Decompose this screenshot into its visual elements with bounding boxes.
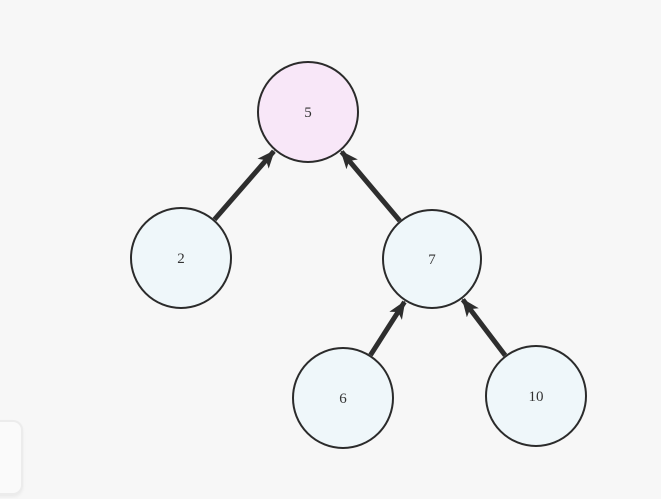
node-label-2: 2 xyxy=(177,251,185,267)
tree-node-7[interactable]: 7 xyxy=(382,209,482,309)
edge-2-to-5 xyxy=(212,149,276,222)
tree-node-6[interactable]: 6 xyxy=(292,347,394,449)
node-circle-10[interactable] xyxy=(485,345,587,447)
node-circle-6[interactable] xyxy=(292,347,394,449)
node-circle-7[interactable] xyxy=(382,209,482,309)
edge-10-to-7 xyxy=(460,298,508,357)
tree-node-5[interactable]: 5 xyxy=(257,61,359,163)
edge-6-to-7 xyxy=(368,300,407,357)
edges-layer xyxy=(212,149,508,357)
node-circle-5[interactable] xyxy=(257,61,359,163)
node-label-6: 6 xyxy=(339,391,347,407)
nodes-layer: 5 2 7 6 10 xyxy=(130,61,587,449)
clipped-corner-panel xyxy=(0,420,23,495)
node-label-7: 7 xyxy=(428,252,436,268)
tree-node-10[interactable]: 10 xyxy=(485,345,587,447)
node-label-10: 10 xyxy=(529,389,544,405)
tree-node-2[interactable]: 2 xyxy=(130,207,232,309)
edge-7-to-5 xyxy=(339,150,402,223)
node-label-5: 5 xyxy=(304,105,312,121)
node-circle-2[interactable] xyxy=(130,207,232,309)
